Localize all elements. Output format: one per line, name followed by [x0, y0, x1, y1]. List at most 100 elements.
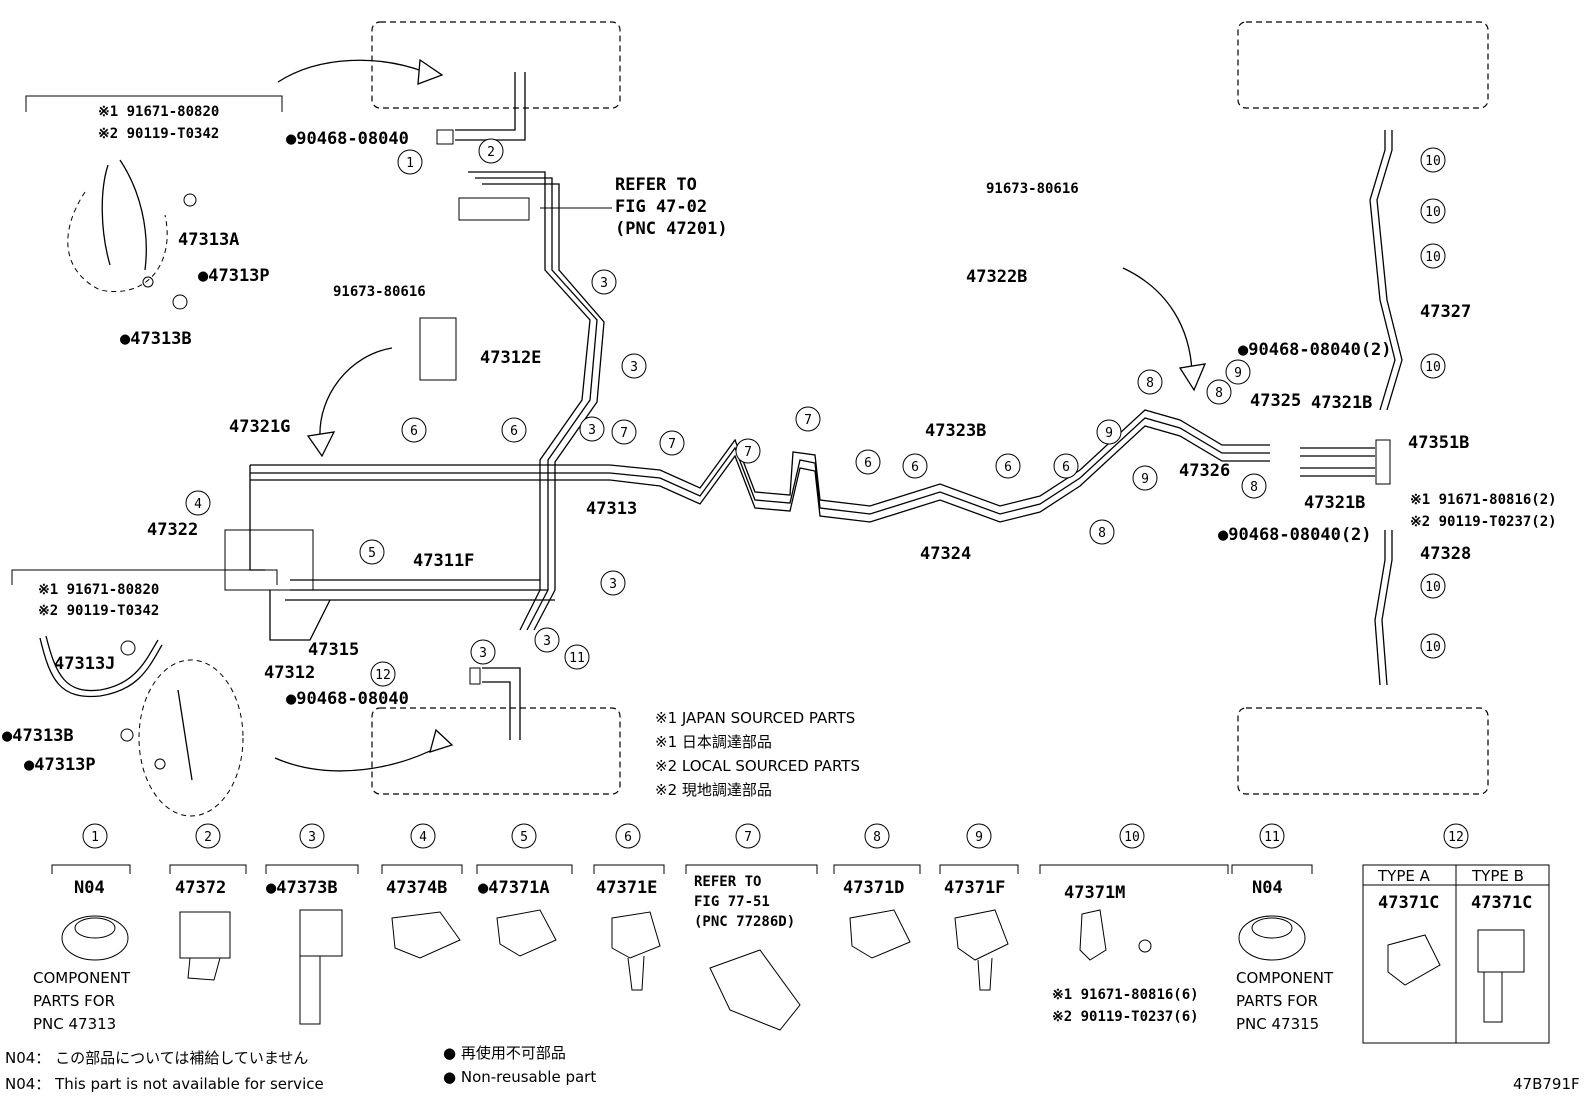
- clip-extra-line: ※1 91671-80816(6): [1052, 987, 1199, 1003]
- callout-3: 3: [600, 570, 626, 596]
- clip-type-b: TYPE B: [1471, 867, 1524, 885]
- svg-text:3: 3: [609, 577, 617, 592]
- clip-parts-row: 1 N04 COMPONENT PARTS FOR PNC 47313 2 47…: [33, 823, 1550, 1044]
- group-top-left: ※1 91671-80820 ※2 90119-T0342 47313A ●47…: [25, 95, 283, 349]
- frame-bottom-right: [1237, 707, 1489, 795]
- clip-2: 2 47372: [169, 823, 247, 981]
- callout-11: 11: [564, 644, 590, 670]
- clip-part-label: N04: [1252, 878, 1283, 898]
- label-47313P-top: ●47313P: [198, 266, 270, 286]
- clip-7: 7 REFER TO FIG 77-51 (PNC 77286D): [685, 823, 818, 1031]
- clip-extra-line: PNC 47313: [33, 1015, 116, 1033]
- label-47313J: 47313J: [54, 654, 115, 674]
- clip-part-label: 47371F: [944, 878, 1005, 898]
- clip-extra-line: PARTS FOR: [33, 992, 115, 1010]
- footer: N04： この部品については補給していません N04： This part is…: [5, 1044, 1580, 1093]
- callout-6: 6: [401, 417, 427, 443]
- svg-text:7: 7: [668, 437, 676, 452]
- svg-text:10: 10: [1425, 154, 1441, 169]
- clip-extra-line: ※2 90119-T0237(6): [1052, 1009, 1199, 1025]
- clip-3: 3 ●47373B: [265, 823, 359, 1025]
- callout-10: 10: [1420, 243, 1446, 269]
- top-left-note2: ※2 90119-T0342: [98, 126, 219, 142]
- svg-text:6: 6: [1004, 460, 1012, 475]
- svg-text:10: 10: [1425, 360, 1441, 375]
- label-right-note2: ※2 90119-T0237(2): [1410, 514, 1557, 530]
- label-47313: 47313: [586, 499, 637, 519]
- clip-part-label: 47371D: [843, 878, 904, 898]
- clip-part-label: ●47371A: [478, 878, 550, 898]
- label-47321B-bot: 47321B: [1304, 493, 1365, 513]
- svg-text:3: 3: [479, 646, 487, 661]
- callout-4: 4: [185, 490, 211, 516]
- refer-47201-line2: FIG 47-02: [615, 197, 707, 217]
- label-47351B: 47351B: [1408, 433, 1469, 453]
- svg-text:9: 9: [1234, 366, 1242, 381]
- sourcing-legend: ※1 JAPAN SOURCED PARTS ※1 日本調達部品 ※2 LOCA…: [655, 709, 860, 799]
- callout-7: 7: [795, 406, 821, 432]
- refer-47201-line1: REFER TO: [615, 175, 697, 195]
- clip-number: 6: [624, 830, 632, 845]
- label-47315: 47315: [308, 640, 359, 660]
- clip-refer-line: REFER TO: [694, 874, 761, 890]
- callout-7: 7: [735, 438, 761, 464]
- svg-text:7: 7: [744, 445, 752, 460]
- svg-text:3: 3: [588, 423, 596, 438]
- svg-text:6: 6: [864, 456, 872, 471]
- svg-text:3: 3: [630, 360, 638, 375]
- svg-text:10: 10: [1425, 250, 1441, 265]
- clip-number: 10: [1124, 830, 1140, 845]
- footer-n04-en: N04： This part is not available for serv…: [5, 1075, 324, 1093]
- label-47324: 47324: [920, 544, 971, 564]
- callout-6: 6: [501, 417, 527, 443]
- clip-part-label: 47371M: [1064, 883, 1125, 903]
- svg-text:11: 11: [569, 651, 585, 666]
- clip-type-a: TYPE A: [1377, 867, 1431, 885]
- clip-part-label: ●47373B: [266, 878, 338, 898]
- callout-8: 8: [1206, 379, 1232, 405]
- clip-part-a: 47371C: [1378, 893, 1439, 913]
- svg-text:8: 8: [1098, 526, 1106, 541]
- label-47325: 47325: [1250, 391, 1301, 411]
- callout-10: 10: [1420, 633, 1446, 659]
- label-91673-right: 91673-80616: [986, 181, 1079, 197]
- clip-4: 4 47374B: [381, 823, 463, 959]
- callout-10: 10: [1420, 573, 1446, 599]
- callout-10: 10: [1420, 353, 1446, 379]
- label-47312: 47312: [264, 663, 315, 683]
- svg-text:8: 8: [1215, 386, 1223, 401]
- group-top-center: ●90468-08040 REFER TO FIG 47-02 (PNC 472…: [286, 72, 728, 381]
- label-47322: 47322: [147, 520, 198, 540]
- label-90468-top: ●90468-08040: [286, 129, 409, 149]
- clip-part-b: 47371C: [1471, 893, 1532, 913]
- brake-pipes: [224, 130, 1403, 740]
- svg-text:12: 12: [375, 668, 391, 683]
- clip-6: 6 47371E: [593, 823, 665, 991]
- clip-refer-line: FIG 77-51: [694, 894, 770, 910]
- main-labels: 47321G 47322 47313 47311F 47315 47312 ●9…: [147, 181, 1557, 709]
- label-47323B: 47323B: [925, 421, 986, 441]
- svg-text:10: 10: [1425, 580, 1441, 595]
- clip-number: 3: [308, 830, 316, 845]
- clip-number: 9: [975, 830, 983, 845]
- svg-text:7: 7: [620, 426, 628, 441]
- clip-8: 8 47371D: [833, 823, 921, 959]
- clip-11: 11 N04 COMPONENT PARTS FOR PNC 47315: [1231, 823, 1334, 1033]
- clip-number: 11: [1264, 830, 1280, 845]
- callout-1: 1: [397, 149, 423, 175]
- label-47312E: 47312E: [480, 348, 541, 368]
- clip-extra-line: COMPONENT: [1236, 969, 1334, 987]
- clip-5: 5 ●47371A: [476, 823, 573, 957]
- frame-top-center: [371, 21, 621, 109]
- label-47313B-top: ●47313B: [120, 329, 192, 349]
- group-bottom-left: ※1 91671-80820 ※2 90119-T0342 47313J ●47…: [2, 569, 278, 817]
- top-left-note1: ※1 91671-80820: [98, 104, 219, 120]
- callout-6: 6: [855, 449, 881, 475]
- clip-part-label: 47374B: [386, 878, 447, 898]
- callout-3: 3: [534, 627, 560, 653]
- label-47327: 47327: [1420, 302, 1471, 322]
- svg-text:9: 9: [1105, 426, 1113, 441]
- svg-text:4: 4: [194, 497, 202, 512]
